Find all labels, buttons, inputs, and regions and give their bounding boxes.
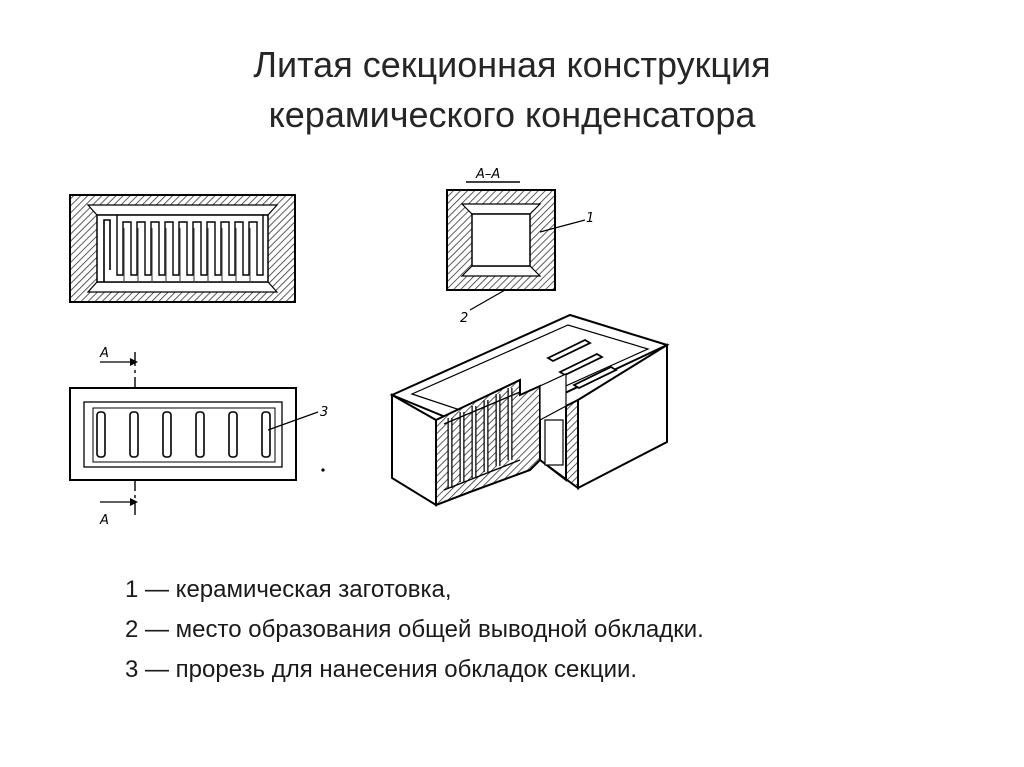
cross-section-view: А–А 1 2 xyxy=(446,167,594,326)
callout-3-label: 3 xyxy=(320,405,328,420)
slide-title: Литая секционная конструкция керамическо… xyxy=(0,40,1024,140)
section-mark-top-label: А xyxy=(99,346,109,361)
section-label: А–А xyxy=(475,167,500,182)
legend-item-2: 2 — место образования общей выводной обк… xyxy=(125,616,704,643)
plan-view: А 3 А xyxy=(69,346,328,528)
callout-1-label: 1 xyxy=(586,211,594,226)
title-line-2: керамического конденсатора xyxy=(268,94,756,135)
legend: 1 — керамическая заготовка, 2 — место об… xyxy=(125,570,704,690)
longitudinal-section-view xyxy=(69,194,296,303)
section-mark-bottom-label: А xyxy=(99,513,109,528)
legend-item-3: 3 — прорезь для нанесения обкладок секци… xyxy=(125,656,638,683)
isometric-cutaway-view xyxy=(389,313,670,507)
title-line-1: Литая секционная конструкция xyxy=(253,44,771,85)
legend-item-1: 1 — керамическая заготовка, xyxy=(125,576,452,603)
callout-2-label: 2 xyxy=(460,311,468,326)
